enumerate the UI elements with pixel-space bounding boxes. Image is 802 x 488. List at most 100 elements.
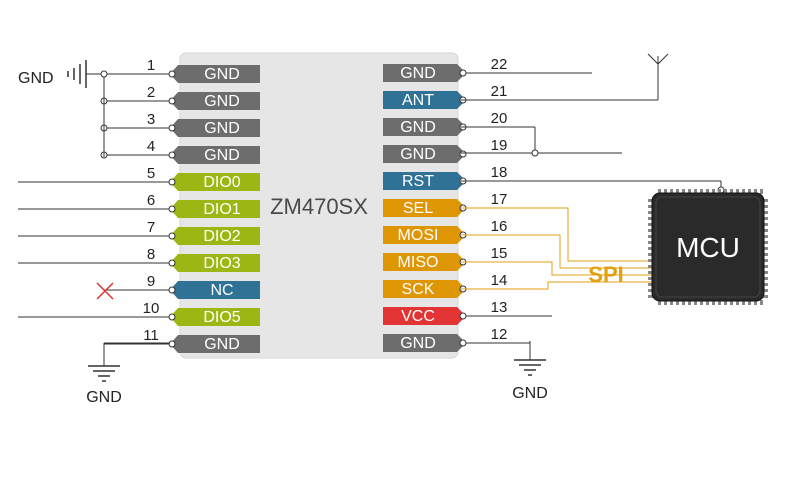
pin-label: RST [402, 173, 434, 190]
pin-number: 5 [147, 165, 155, 182]
ground-label-bottom-right: GND [512, 385, 548, 402]
no-connect-icon [96, 282, 114, 300]
right-pin-column: 22GND21ANT20GND19GND18RST17SEL16MOSI15MI… [383, 56, 592, 352]
pin-tag [383, 118, 466, 136]
pin-tag [170, 281, 260, 299]
pin-number: 18 [491, 164, 508, 181]
pin-label: DIO2 [203, 228, 240, 245]
pin-number: 13 [491, 299, 508, 316]
pin-tag [170, 254, 260, 272]
pin-tag [383, 64, 466, 82]
pin-number: 4 [147, 138, 155, 155]
pin-number: 21 [491, 83, 508, 100]
spi-bus-label: SPI [588, 262, 623, 287]
pin-number: 14 [491, 272, 508, 289]
ground-label-top-left: GND [18, 70, 54, 87]
pin-label: GND [400, 335, 436, 352]
pin-tag [170, 227, 260, 245]
pin-number: 1 [147, 57, 155, 74]
pin-label: DIO1 [203, 201, 240, 218]
pin-number: 8 [147, 246, 155, 263]
pin-tag [170, 335, 260, 353]
pin-tag [170, 308, 260, 326]
pin-number: 12 [491, 326, 508, 343]
pin-tag [170, 65, 260, 83]
pin-label: GND [204, 147, 240, 164]
pin-tag [383, 199, 466, 217]
pin-label: GND [400, 65, 436, 82]
ground-join-right [461, 126, 622, 157]
pin-number: 6 [147, 192, 155, 209]
spi-bus-wires [461, 207, 652, 290]
pin-number: 7 [147, 219, 155, 236]
pin-label: NC [210, 282, 233, 299]
pin-label: DIO3 [203, 255, 240, 272]
pin-tag [383, 253, 466, 271]
mcu-chip: MCU [648, 189, 768, 305]
pin-tag [170, 173, 260, 191]
mcu-label: MCU [676, 232, 740, 263]
pin-number: 15 [491, 245, 508, 262]
pin-number: 11 [143, 327, 159, 344]
pin-label: GND [204, 93, 240, 110]
ground-symbol-top-left [67, 60, 87, 88]
pin-label: MOSI [398, 227, 439, 244]
pin-9: 9NC [104, 273, 260, 299]
pin-tag [383, 172, 466, 190]
pin-tag [383, 91, 466, 109]
pin-label: GND [400, 146, 436, 163]
left-pin-column: 1GND2GND3GND4GND5DIO06DIO17DIO28DIO39NC1… [18, 57, 260, 353]
pin-label: GND [204, 66, 240, 83]
pin-label: VCC [401, 308, 435, 325]
pin-number: 22 [491, 56, 508, 73]
pin-number: 2 [147, 84, 155, 101]
pin-number: 3 [147, 111, 155, 128]
antenna-icon [461, 53, 669, 101]
pin-tag [170, 146, 260, 164]
pin-number: 9 [147, 273, 155, 290]
ground-symbol-bottom-left [88, 343, 120, 382]
pin-label: SCK [402, 281, 435, 298]
ground-bus-left [86, 70, 108, 157]
pin-tag [383, 226, 466, 244]
pin-number: 19 [491, 137, 508, 154]
pin-label: GND [204, 120, 240, 137]
ground-symbol-bottom-right [514, 341, 546, 376]
pin-tag [170, 119, 260, 137]
pin-tag [383, 334, 466, 352]
pin-number: 17 [491, 191, 508, 208]
pin-tag [170, 92, 260, 110]
pin-label: ANT [402, 92, 434, 109]
ground-label-bottom-left: GND [86, 389, 122, 406]
pin-label: GND [204, 336, 240, 353]
pin-tag [383, 145, 466, 163]
pin-tag [170, 200, 260, 218]
chip-name: ZM470SX [270, 194, 368, 219]
pin-tag [383, 307, 466, 325]
pin-label: DIO5 [203, 309, 240, 326]
pin-number: 10 [143, 300, 160, 317]
pin-label: DIO0 [203, 174, 240, 191]
pin-number: 20 [491, 110, 508, 127]
